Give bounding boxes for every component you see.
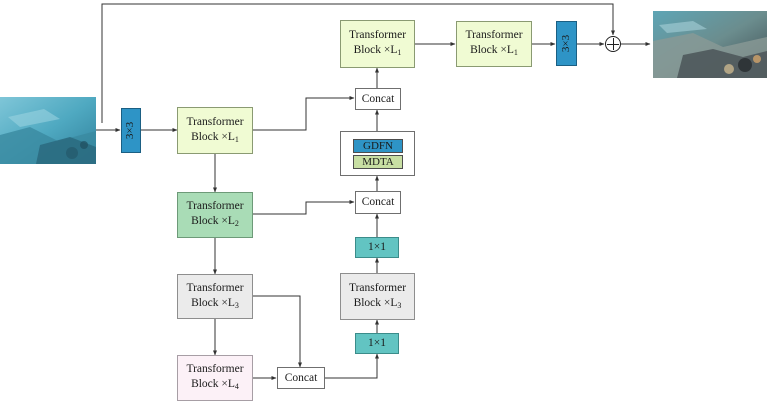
conv-3x3-input-label: 3×3 [124,121,137,140]
transformer-block-refinement-l1: Transformer Block ×L1 [456,21,532,67]
concat-middle: Concat [355,191,401,214]
block-repeat: Block ×L1 [470,44,518,57]
concat-label: Concat [361,196,395,208]
transformer-block-decoder-l1: Transformer Block ×L1 [340,20,415,68]
conv-1x1-upper: 1×1 [355,237,399,258]
enc1-skip-line [253,96,355,131]
enc2-skip-line [253,200,355,215]
residual-skip-line [101,3,615,123]
concat-top: Concat [355,88,401,110]
transformer-block-encoder-l1: Transformer Block ×L1 [177,107,253,154]
conv-3x3-output: 3×3 [556,21,577,66]
block-repeat: Block ×L2 [191,215,239,228]
mdta-label: MDTA [353,155,403,169]
transformer-block-encoder-l3: Transformer Block ×L3 [177,274,253,319]
conv-1x1-lower: 1×1 [355,333,399,354]
circled-plus-icon [605,36,621,52]
block-title: Transformer [348,281,407,294]
underwater-output-image [653,11,767,78]
enc3-skip-line [253,295,302,368]
conv-1x1-label: 1×1 [368,337,386,349]
block-repeat: Block ×L1 [353,44,402,57]
concat-label: Concat [284,371,318,384]
block-repeat: Block ×L3 [353,296,402,310]
block-title: Transformer [465,29,523,41]
gdfn-mdta-block: GDFN MDTA [340,131,415,176]
concat-bottom: Concat [277,367,325,389]
block-repeat: Block ×L4 [191,378,239,391]
block-title: Transformer [186,363,244,375]
transformer-block-decoder-l3: Transformer Block ×L3 [340,273,415,320]
transformer-block-latent-l4: Transformer Block ×L4 [177,355,253,401]
underwater-input-image [0,97,96,164]
block-repeat: Block ×L3 [191,296,239,310]
concat-label: Concat [361,92,395,105]
conv-1x1-label: 1×1 [368,241,386,253]
block-title: Transformer [186,200,244,212]
gdfn-label: GDFN [353,139,403,153]
block-title: Transformer [186,115,244,128]
conv-3x3-output-label: 3×3 [560,34,572,53]
concat-to-1x1-line [325,353,379,379]
block-repeat: Block ×L1 [191,130,239,144]
transformer-block-encoder-l2: Transformer Block ×L2 [177,192,253,238]
block-title: Transformer [186,281,244,294]
block-title: Transformer [348,29,407,41]
conv-3x3-input: 3×3 [121,108,141,153]
